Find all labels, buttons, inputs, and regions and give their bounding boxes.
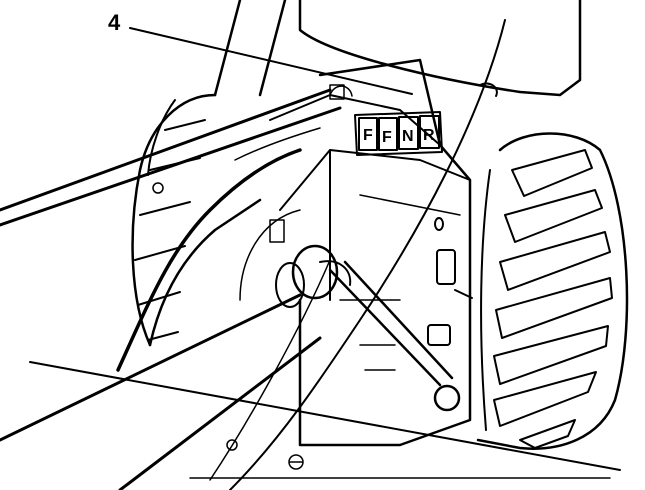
- gear-label-2: F: [382, 129, 392, 146]
- control-cables: [116, 19, 506, 490]
- callout-leader-line: [129, 27, 413, 95]
- shift-lever: [328, 260, 461, 412]
- gear-box-4: R: [419, 115, 440, 149]
- gear-box-2: F: [378, 117, 398, 151]
- gear-label-3: N: [402, 128, 414, 145]
- ground-line: [29, 361, 621, 471]
- detail-marks: [152, 84, 353, 470]
- housing-bolts: [427, 217, 473, 346]
- handlebar-tubes: [0, 0, 342, 347]
- callout: 4: [108, 10, 413, 95]
- right-tire: [476, 132, 629, 450]
- gear-box-1: F: [358, 117, 378, 151]
- callout-number: 4: [108, 10, 121, 35]
- drive-shaft: [0, 244, 352, 490]
- gear-indicator-plate: F F N R: [354, 111, 443, 156]
- gear-label-1: F: [363, 127, 373, 144]
- transmission-housing: [239, 0, 582, 447]
- gear-box-3: N: [398, 116, 419, 150]
- gear-label-4: R: [423, 127, 435, 144]
